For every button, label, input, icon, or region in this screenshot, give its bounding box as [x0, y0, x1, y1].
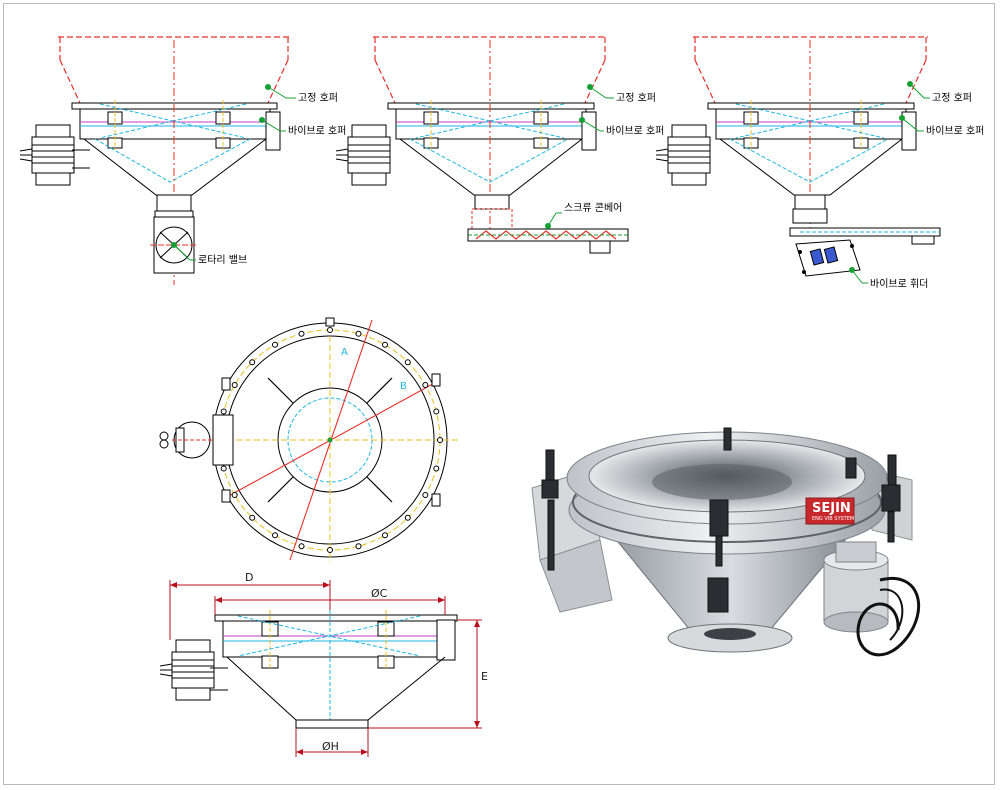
callout-screw-conveyor: 스크류 콘베어: [564, 202, 622, 214]
callout-vibro-hopper-2: 바이브로 호퍼: [606, 125, 664, 137]
product-photo: [531, 427, 921, 657]
bolt-hole: [231, 492, 238, 498]
bolt-hole: [298, 543, 305, 550]
callout-fixed-hopper-2: 고정 호퍼: [616, 92, 656, 104]
bolt-hole: [382, 532, 388, 539]
callout-fixed-hopper-1: 고정 호퍼: [298, 92, 338, 104]
bolt-hole: [327, 327, 333, 333]
bolt-hole: [382, 341, 388, 348]
bolt-hole: [355, 543, 362, 550]
bolt-hole: [433, 408, 440, 415]
view-vibro-feeder: [655, 36, 941, 277]
bolt-hole: [249, 359, 256, 366]
bolt-hole: [220, 465, 227, 472]
callout-vibro-hopper-3: 바이브로 호퍼: [926, 125, 984, 137]
dim-E: E: [481, 670, 488, 683]
bolt-hole: [231, 382, 238, 388]
bolt-hole: [422, 492, 429, 498]
callout-rotary-valve: 로타리 밸브: [198, 254, 247, 266]
bolt-hole: [327, 547, 333, 553]
bolt-hole: [433, 465, 440, 472]
sheet-border: [3, 3, 995, 785]
view-rotary-valve: [19, 36, 290, 285]
view-screw-conveyor: [335, 36, 629, 254]
front-view: [159, 580, 482, 757]
photo-brand-label: SEJIN: [812, 501, 851, 516]
bolt-hole: [298, 330, 305, 337]
bolt-hole: [355, 330, 362, 337]
callout-leaders: [173, 81, 930, 284]
bolt-hole: [422, 382, 429, 388]
bolt-hole: [437, 437, 443, 443]
bolt-hole: [220, 408, 227, 415]
dim-A: A: [341, 347, 348, 358]
bolt-hole: [272, 532, 278, 539]
bolt-hole: [404, 359, 411, 366]
bolt-hole: [404, 514, 411, 521]
callout-fixed-hopper-3: 고정 호퍼: [932, 92, 972, 104]
bolt-hole: [272, 341, 278, 348]
callout-vibro-hopper-1: 바이브로 호퍼: [288, 125, 346, 137]
dim-C: ØC: [371, 587, 388, 600]
callout-vibro-feeder: 바이브로 휘더: [870, 278, 928, 290]
photo-brand-sublabel: ENG VIB SYSTEM: [812, 516, 854, 522]
dim-D: D: [245, 571, 253, 584]
plan-view: [159, 317, 460, 562]
dim-B: B: [400, 381, 407, 392]
bolt-hole: [249, 514, 256, 521]
dim-H: ØH: [322, 740, 339, 753]
